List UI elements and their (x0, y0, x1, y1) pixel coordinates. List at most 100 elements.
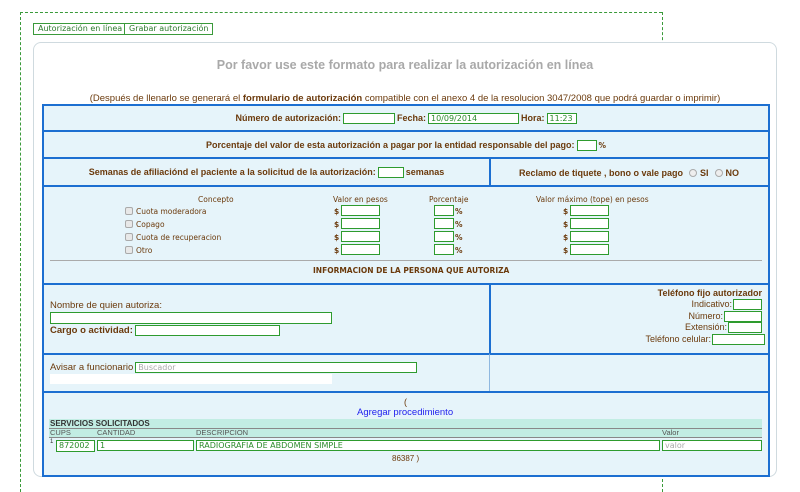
porcentaje-input[interactable] (576, 140, 597, 151)
currency-sign: $ (563, 220, 569, 229)
buscador-input[interactable]: Buscador (135, 361, 418, 373)
subtitle-bold: formulario de autorización (242, 93, 363, 104)
header-concepto: Concepto (198, 195, 234, 204)
servicios-footer: 86387 ) (392, 454, 420, 463)
telefono-numero-input[interactable] (724, 310, 762, 322)
cargo-input[interactable] (134, 324, 280, 336)
indicativo-input[interactable] (733, 299, 762, 311)
reclamo-si-radio[interactable] (689, 169, 698, 177)
currency-sign: $ (334, 233, 340, 242)
reclamo-label: Reclamo de tiquete , bono o vale pago (519, 168, 684, 178)
currency-sign: $ (334, 207, 340, 216)
porcentaje-concepto-input[interactable] (434, 205, 454, 216)
celular-row: Teléfono celular: (645, 333, 765, 346)
servicios-heading-bar (49, 419, 762, 428)
save-authorization-button[interactable]: Grabar autorización (124, 23, 214, 35)
telefono-heading: Teléfono fijo autorizador (657, 288, 762, 298)
cantidad-input[interactable]: 1 (97, 440, 194, 451)
valor-pesos-input[interactable] (341, 244, 380, 255)
col-cups: CUPS (50, 428, 71, 437)
agregar-procedimiento-link[interactable]: Agregar procedimiento (357, 407, 454, 418)
servicios-header-row (49, 428, 762, 438)
col-valor: Valor (662, 428, 679, 437)
header-valor: Valor en pesos (333, 195, 388, 204)
percent-sign: % (455, 246, 463, 255)
page-subtitle: (Después de llenarlo se generará el form… (33, 93, 777, 104)
conceptos-cell (42, 185, 770, 285)
frame-border-left (20, 12, 21, 492)
percent-sign: % (455, 220, 463, 229)
valor-input[interactable]: valor (662, 440, 762, 451)
nombre-input[interactable] (50, 312, 332, 324)
fecha-label: Fecha: (396, 113, 426, 123)
semanas-input[interactable] (377, 167, 404, 178)
avisar-label: Avisar a funcionario (50, 361, 134, 373)
open-paren: ( (404, 397, 407, 407)
persona-heading: INFORMACION DE LA PERSONA QUE AUTORIZA (313, 266, 510, 275)
online-authorization-button[interactable]: Autorización en línea (33, 23, 128, 35)
col-cantidad: CANTIDAD (97, 428, 136, 437)
descripcion-input[interactable]: RADIOGRAFIA DE ABDOMEN SIMPLE (196, 440, 660, 451)
page-title: Por favor use este formato para realizar… (216, 58, 594, 72)
divider (50, 260, 762, 261)
hora-input[interactable]: 11:23 (546, 113, 577, 124)
telefono-numero-row: Número: (688, 310, 762, 323)
concepto-label: Otro (136, 246, 153, 255)
avisar-cell (42, 353, 491, 393)
fecha-input[interactable]: 10/09/2014 (428, 113, 519, 124)
concepto-label: Copago (136, 220, 165, 229)
frame-border-top (20, 12, 662, 13)
porcentaje-concepto-input[interactable] (434, 231, 454, 242)
subtitle-text-end: compatible con el anexo 4 de la resoluci… (362, 93, 721, 104)
header-porcentaje: Porcentaje (429, 195, 469, 204)
porcentaje-concepto-input[interactable] (434, 218, 454, 229)
cargo-fields: Cargo o actividad: (50, 324, 280, 336)
empty-cell (489, 353, 770, 393)
concepto-label: Cuota moderadora (136, 207, 207, 216)
valor-pesos-input[interactable] (341, 231, 380, 242)
valor-maximo-input[interactable] (570, 218, 609, 229)
reclamo-si-label: SI (700, 168, 709, 178)
percent-sign: % (455, 207, 463, 216)
celular-input[interactable] (712, 333, 765, 345)
semanas-label: Semanas de afiliaciónd el paciente a la … (88, 167, 376, 177)
semanas-unit: semanas (405, 167, 445, 177)
percent-unit: % (598, 141, 607, 150)
reclamo-no-label: NO (725, 168, 740, 178)
reclamo-group: Reclamo de tiquete , bono o vale pago SI N… (519, 168, 739, 179)
telefono-numero-label: Número: (688, 310, 723, 321)
concepto-checkbox[interactable] (125, 207, 133, 215)
concepto-checkbox[interactable] (125, 220, 133, 228)
concepto-checkbox[interactable] (125, 233, 133, 241)
porcentaje-concepto-input[interactable] (434, 244, 454, 255)
row-index: 1 (50, 439, 54, 445)
valor-maximo-input[interactable] (570, 231, 609, 242)
extension-label: Extensión: (684, 322, 727, 333)
semanas-fields: Semanas de afiliaciónd el paciente a la … (44, 166, 489, 179)
currency-sign: $ (563, 233, 569, 242)
subtitle-text: (Después de llenarlo se generará el (89, 93, 243, 104)
numero-input[interactable] (342, 113, 395, 124)
valor-pesos-input[interactable] (341, 205, 380, 216)
concepto-label: Cuota de recuperacion (136, 233, 222, 242)
suggestion-list (50, 374, 332, 384)
numero-label: Número de autorización: (235, 113, 341, 123)
percent-sign: % (455, 233, 463, 242)
servicios-heading: SERVICIOS SOLICITADOS (50, 419, 150, 428)
hora-label: Hora: (521, 113, 545, 123)
avisar-fields: Avisar a funcionario Buscador (50, 361, 418, 373)
valor-pesos-input[interactable] (341, 218, 380, 229)
authorization-fields: Número de autorización: Fecha: 10/09/201… (44, 112, 768, 125)
valor-maximo-input[interactable] (570, 205, 609, 216)
indicativo-row: Indicativo: (691, 299, 762, 311)
valor-maximo-input[interactable] (570, 244, 609, 255)
reclamo-no-radio[interactable] (714, 169, 723, 177)
concepto-checkbox[interactable] (125, 246, 133, 254)
celular-label: Teléfono celular: (645, 333, 711, 344)
header-maximo: Valor máximo (tope) en pesos (536, 195, 649, 204)
currency-sign: $ (563, 207, 569, 216)
indicativo-label: Indicativo: (691, 299, 732, 310)
extension-input[interactable] (728, 322, 762, 334)
cups-input[interactable]: 872002 (56, 440, 95, 452)
semanas-cell (42, 157, 491, 187)
